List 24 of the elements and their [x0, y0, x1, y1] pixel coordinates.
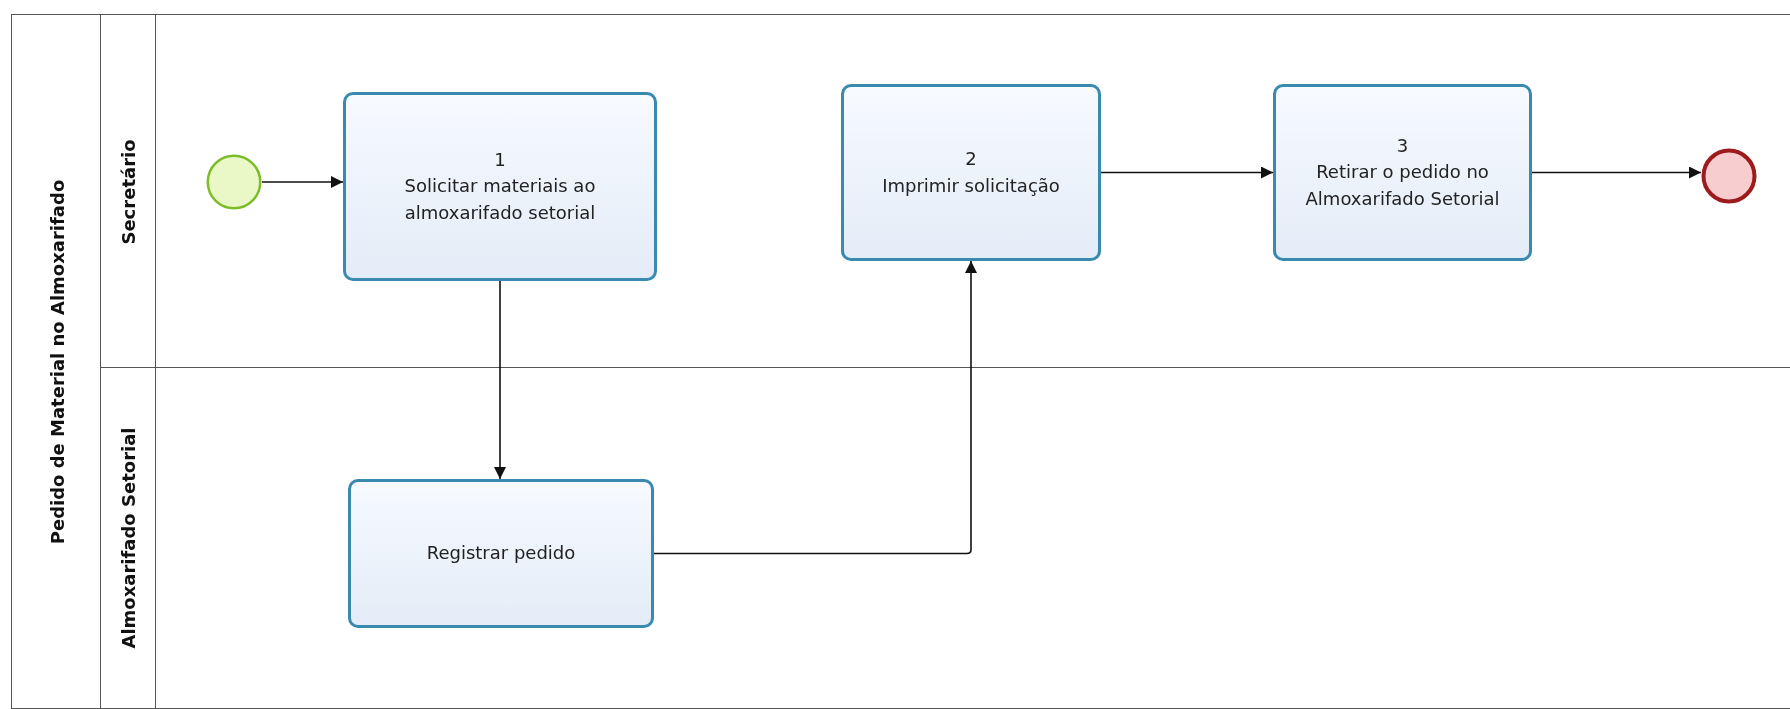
task-label: Imprimir solicitação [882, 173, 1060, 198]
task-number: 1 [494, 148, 506, 173]
sequence-flow-arrow [1531, 166, 1702, 179]
task-label: Retirar o pedido no Almoxarifado Setorial [1304, 160, 1501, 211]
start-event-circle [206, 154, 262, 210]
task-number: 2 [965, 147, 977, 172]
lane-title: Secretário [117, 138, 139, 245]
swimlane [100, 367, 1790, 709]
task-box [343, 92, 657, 281]
sequence-flow-arrow [261, 176, 344, 188]
end-event-circle [1701, 148, 1757, 204]
task-box [348, 479, 654, 628]
lane-title: Almoxarifado Setorial [117, 427, 139, 649]
sequence-flow-arrow [1100, 166, 1274, 179]
sequence-flow-arrow [653, 260, 977, 555]
task-box [1273, 84, 1532, 261]
task-box [841, 84, 1101, 261]
task-label: Registrar pedido [426, 541, 576, 566]
sequence-flow-arrow [494, 280, 506, 480]
pool [11, 14, 1790, 709]
task-label: Solicitar materiais ao almoxarifado setorial [403, 174, 597, 225]
pool-title: Pedido de Material no Almoxarifado [46, 179, 67, 544]
swimlane [100, 14, 1790, 369]
task-number: 3 [1396, 134, 1409, 159]
